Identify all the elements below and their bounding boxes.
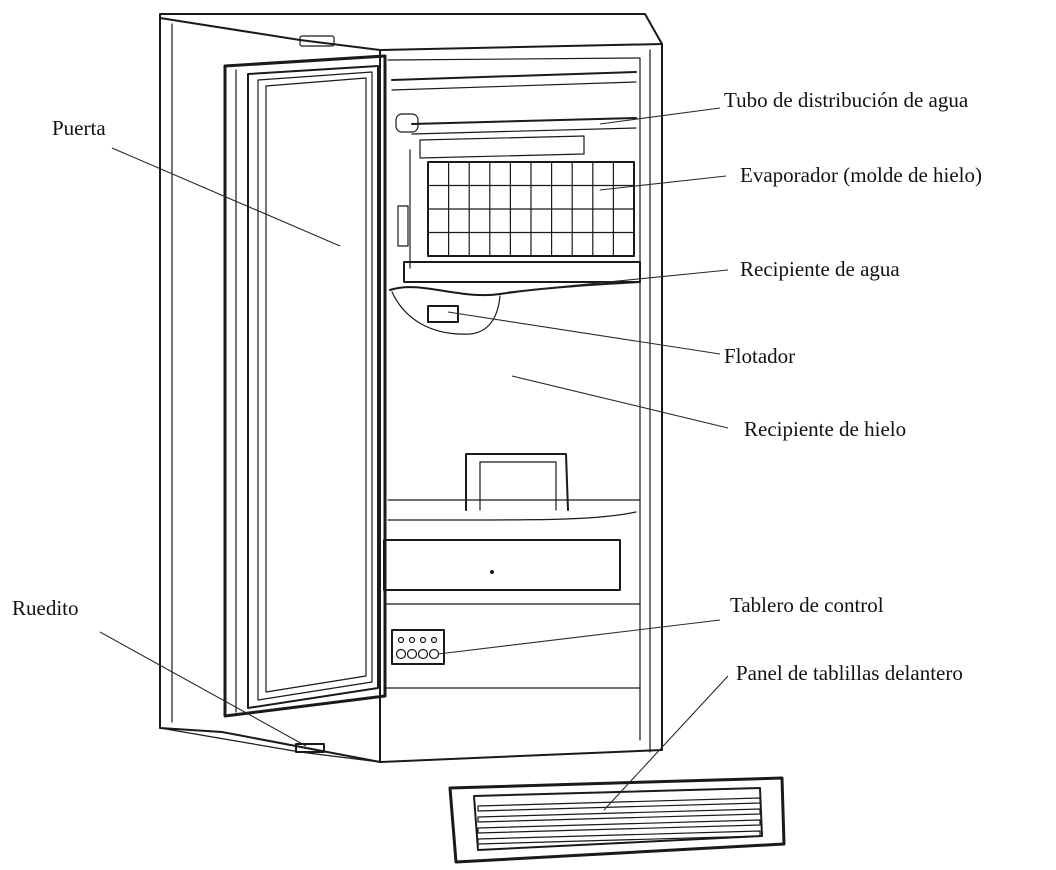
leader-control-panel: [437, 619, 721, 655]
float: [427, 305, 459, 323]
label-water-tube: Tubo de distribución de agua: [724, 88, 969, 112]
door: [223, 54, 387, 718]
label-door: Puerta: [52, 116, 106, 140]
leader-evaporator: [599, 175, 727, 191]
caster: [295, 743, 325, 753]
louver-slat: [477, 797, 761, 812]
control-panel-device: [391, 629, 445, 665]
leader-ice-bin: [511, 375, 729, 429]
louver-slat: [477, 830, 761, 845]
leader-lines: [99, 107, 729, 811]
water-tray: [389, 261, 641, 335]
label-water-tray: Recipiente de agua: [740, 257, 900, 281]
leader-water-tube: [599, 107, 721, 125]
evaporator-ice-mold: [397, 149, 635, 269]
ice-bin: [387, 453, 641, 521]
label-control-panel: Tablero de control: [730, 593, 884, 617]
louver-slat: [477, 808, 761, 823]
louvered-front-panel: [448, 776, 786, 864]
label-caster: Ruedito: [12, 596, 79, 620]
cabinet: [159, 13, 663, 763]
leader-louver-panel: [603, 675, 729, 811]
label-ice-bin: Recipiente de hielo: [744, 417, 906, 441]
label-evaporator: Evaporador (molde de hielo): [740, 163, 982, 187]
water-distribution-tube: [391, 71, 637, 159]
label-float: Flotador: [724, 344, 795, 368]
label-louver-panel: Panel de tablillas delantero: [736, 661, 963, 685]
louver-slat: [477, 819, 761, 834]
leader-water-tray: [507, 269, 729, 293]
leader-caster: [99, 631, 307, 747]
lower-front: [383, 539, 641, 689]
leader-door: [111, 147, 341, 247]
leader-float: [447, 311, 721, 355]
